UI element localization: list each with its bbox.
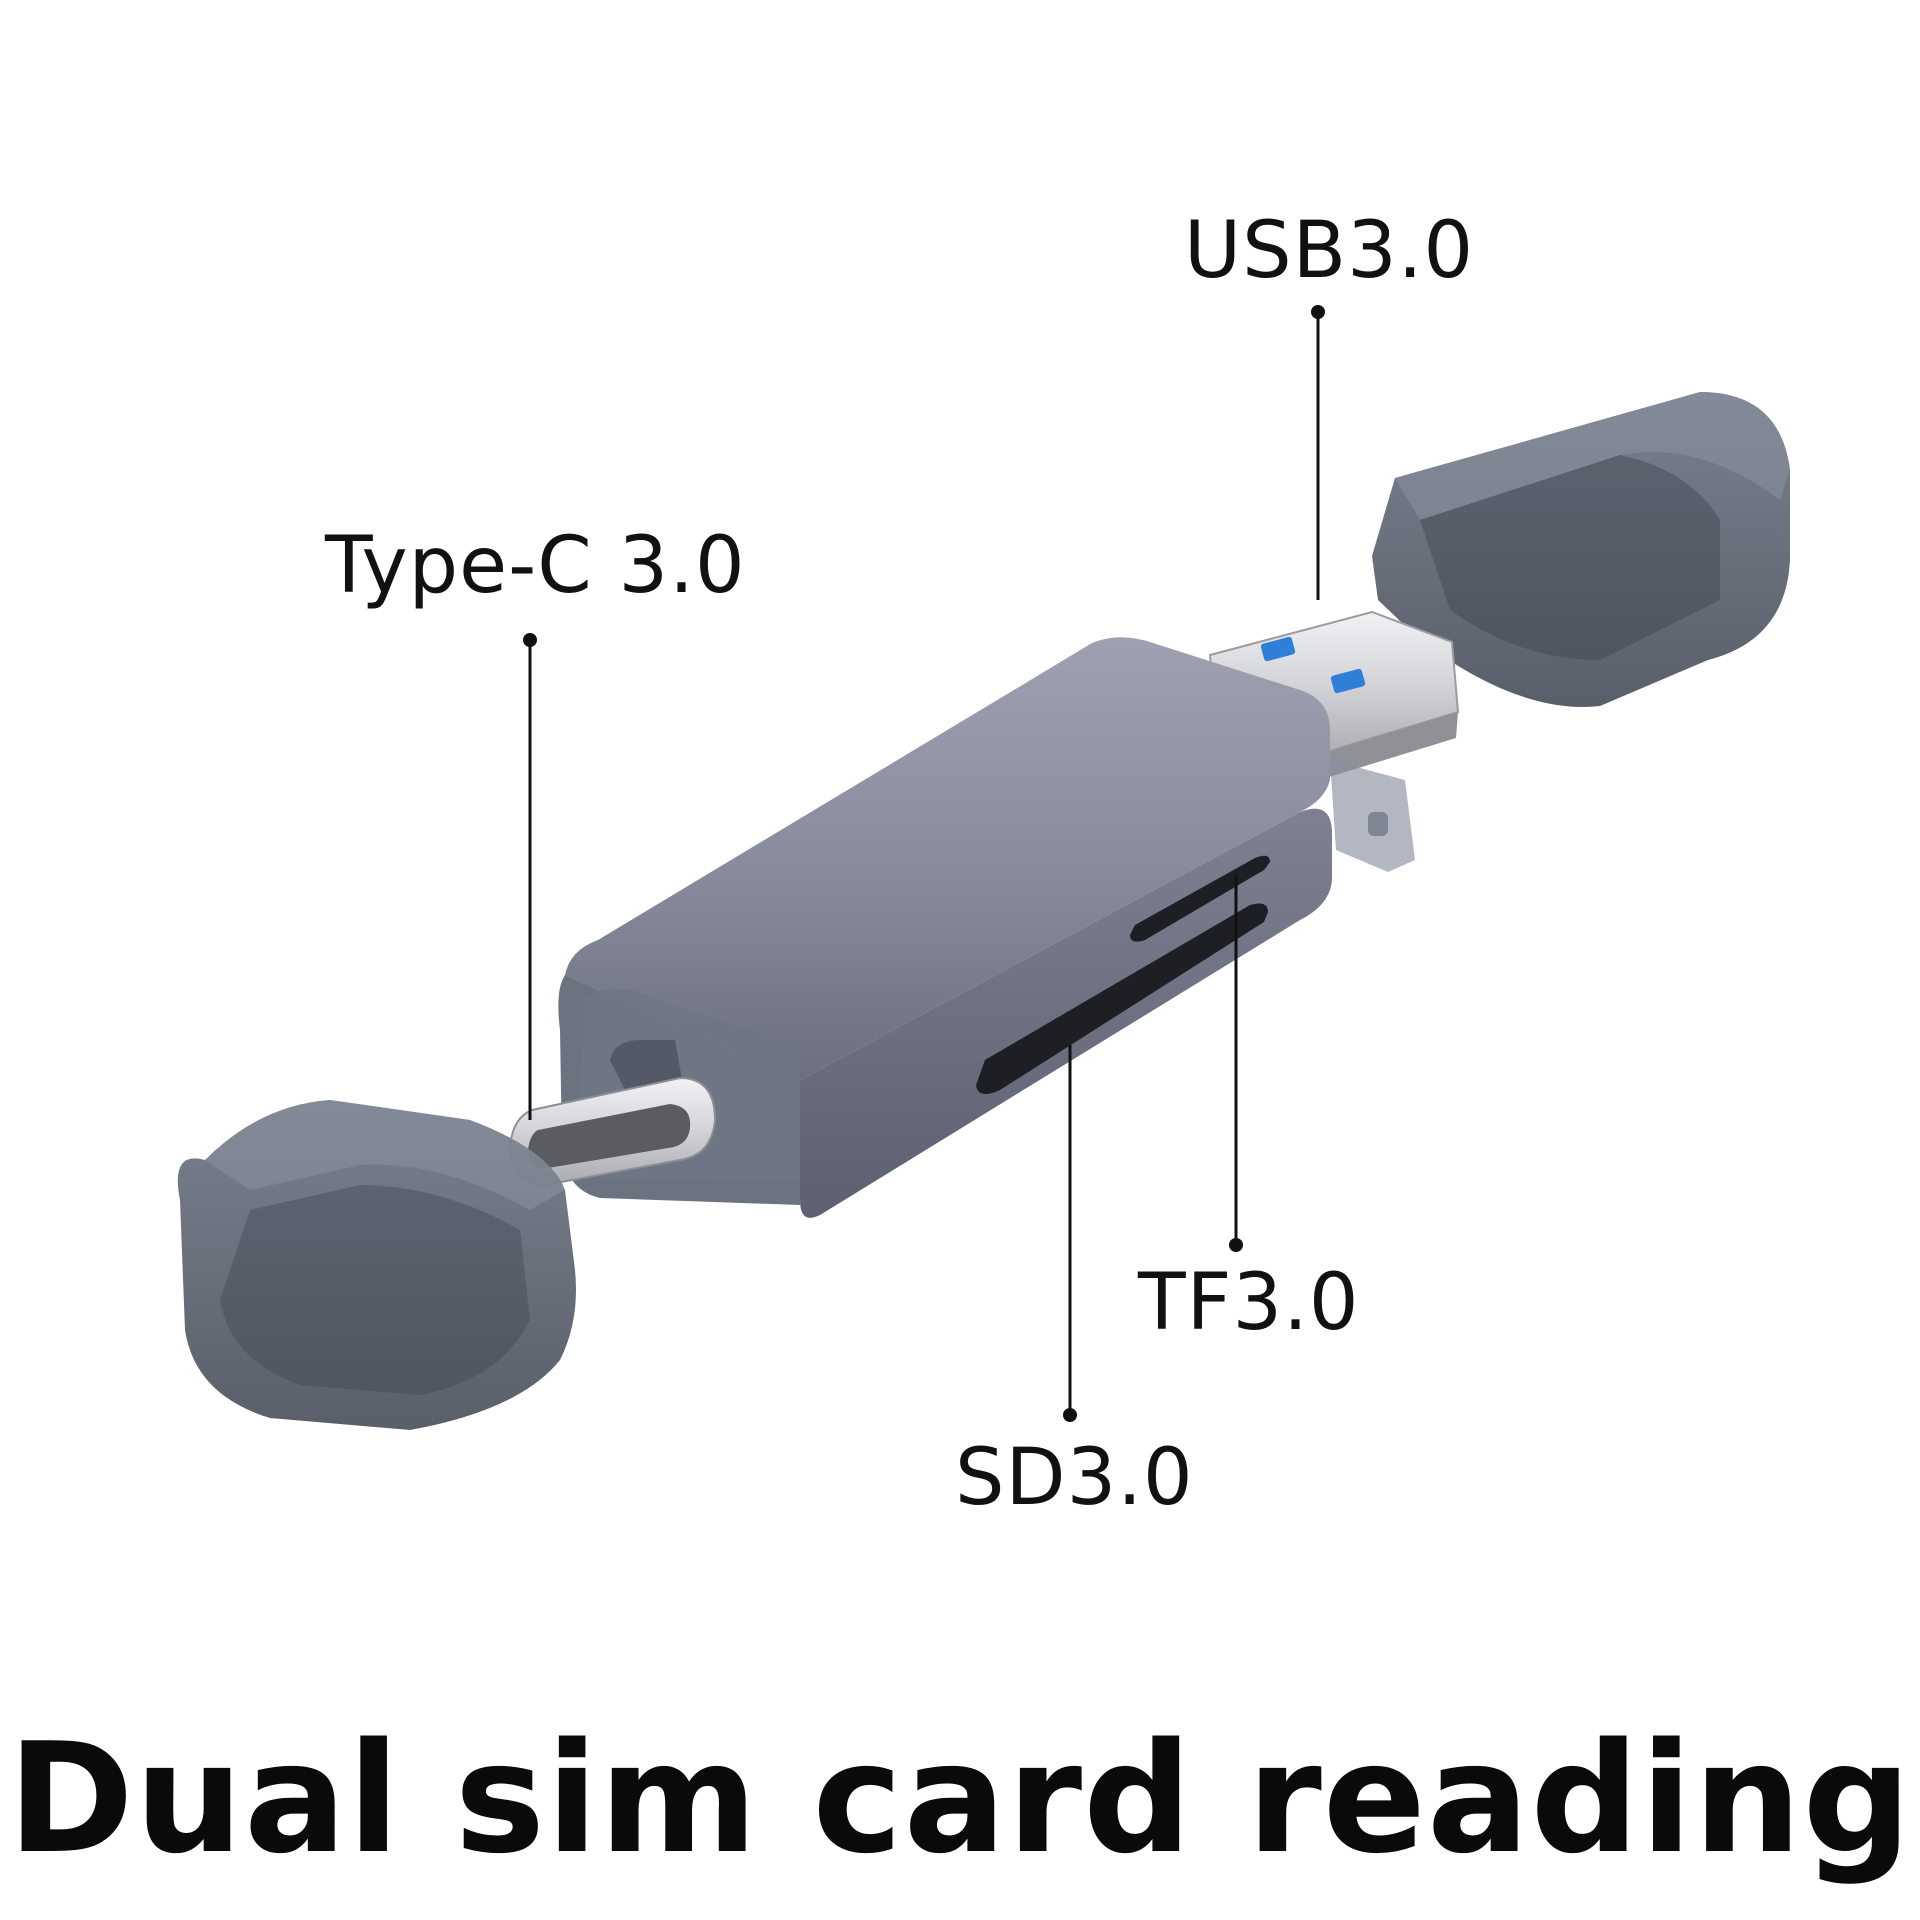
usb-a-cap <box>1372 392 1790 707</box>
type-c-plug <box>508 1040 717 1187</box>
sd-callout-label: SD3.0 <box>955 1433 1194 1523</box>
callout-leaders <box>523 305 1325 1422</box>
type-c-callout-label: Type-C 3.0 <box>325 521 746 611</box>
page-title: Dual sim card reading <box>7 1710 1913 1887</box>
usb-logo-icon <box>1260 636 1296 662</box>
usb-callout-label: USB3.0 <box>1184 206 1475 296</box>
type-c-cap <box>177 1100 576 1430</box>
sd-slot <box>976 903 1268 1094</box>
tf-callout-label: TF3.0 <box>1138 1258 1360 1348</box>
